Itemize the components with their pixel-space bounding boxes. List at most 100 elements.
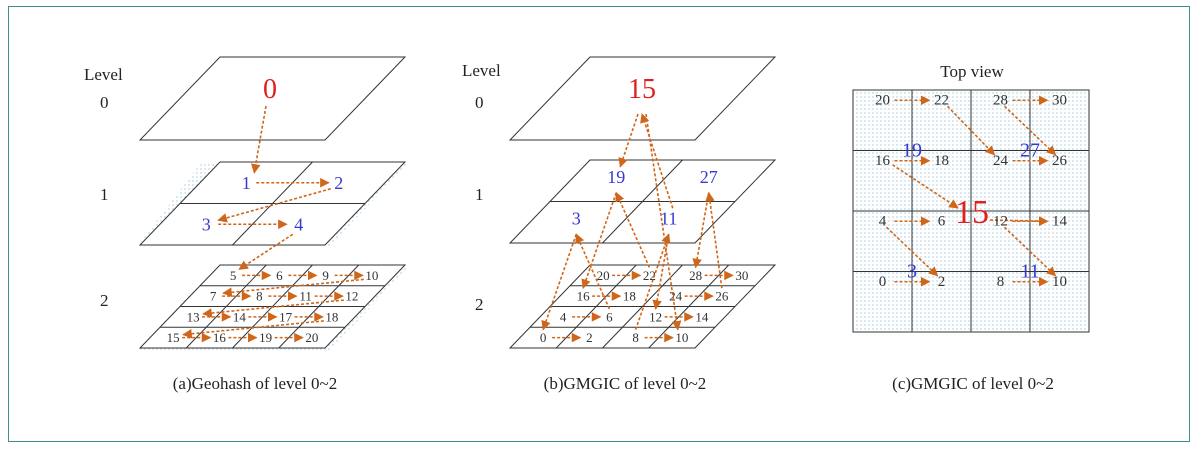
level-1-code: 11 [660,208,677,228]
level-2-code: 12 [345,289,358,304]
level-2-code: 20 [597,268,610,283]
level-2-code: 16 [577,289,591,304]
dotted-arrow [640,113,674,209]
grid-line [278,264,360,349]
top-view-arrows [885,95,1057,287]
level-2-code: 12 [993,213,1008,229]
dotted-arrow [615,191,651,268]
level-2-code: 0 [879,274,887,290]
level-2-code: 24 [669,289,683,304]
caption-b: (b)GMGIC of level 0~2 [544,374,707,393]
level-1-code: 19 [902,140,922,162]
level-1-codes: 19 27 3 11 [902,140,1040,283]
level-2-code: 12 [649,309,662,324]
level-2-code: 6 [606,309,613,324]
level-1-code: 2 [334,173,343,193]
level-2-code: 4 [879,213,887,229]
level-2-code: 18 [325,309,338,324]
level-2-code: 30 [1052,92,1067,108]
level-2-code: 2 [586,330,593,345]
level-2-code: 18 [934,153,949,169]
level-2-code: 20 [875,92,890,108]
dotted-arrow [618,113,639,168]
level-2-code: 4 [560,309,567,324]
level-2-code: 10 [675,330,688,345]
level-0-code: 15 [628,74,656,105]
level-1-code: 3 [202,214,211,234]
level-0-plane [508,56,777,141]
dotted-arrow [652,234,670,310]
level-label-2: 2 [475,295,484,314]
level-2-code: 5 [230,268,237,283]
dotted-arrow [541,233,578,331]
level-2-code: 30 [735,268,748,283]
dotted-arrow [222,278,364,298]
level-2-code: 9 [322,268,329,283]
level-2-code: 8 [632,330,639,345]
dotted-arrow [645,113,682,331]
level-1-code: 4 [294,214,303,234]
level-2-code: 26 [715,289,729,304]
level-2-code: 6 [276,268,283,283]
level-label-0: 0 [100,93,109,112]
level-2-code: 8 [997,274,1005,290]
level-1-code: 27 [1020,140,1040,162]
dotted-arrow [202,299,344,318]
level-2-code: 15 [167,330,180,345]
z-order-arrows [182,105,364,343]
level-2-code: 20 [305,330,318,345]
dotted-arrow [705,191,723,289]
level-2-code: 16 [875,153,891,169]
level-2-code: 24 [993,153,1009,169]
level-2-code: 28 [689,268,702,283]
level-1-code: 1 [242,173,251,193]
level-2-code: 18 [623,289,636,304]
level-1-codes: 1 2 3 4 [202,173,344,235]
level-2-code: 16 [213,330,227,345]
level-2-code: 6 [938,213,946,229]
level-2-code: 14 [233,309,247,324]
level-1-code: 11 [1020,261,1039,283]
level-label-1: 1 [100,185,109,204]
grid-line [648,264,730,349]
level-2-code: 14 [1052,213,1068,229]
dotted-arrow [238,233,294,271]
level-2-code: 14 [695,309,709,324]
top-view-title: Top view [940,62,1004,81]
level-heading: Level [462,61,501,80]
level-1-code: 19 [607,167,625,187]
dotted-arrow [634,233,671,330]
dotted-arrow [217,187,331,223]
dotted-arrow [946,105,996,156]
level-2-code: 26 [1052,153,1068,169]
level-2-code: 10 [365,268,378,283]
dotted-arrow [1003,105,1057,156]
dotted-arrow [989,216,1049,226]
level-0-code: 15 [955,194,989,231]
level-heading: Level [84,65,123,84]
dotted-arrow [251,105,267,174]
dotted-arrow [892,164,959,209]
level-label-1: 1 [475,185,484,204]
parent-child-arrows [541,113,734,343]
level-2-code: 7 [210,289,217,304]
level-2-code: 22 [643,268,656,283]
dotted-arrow [885,226,939,277]
level-label-0: 0 [475,93,484,112]
level-0-plane [138,56,407,141]
level-2-code: 0 [540,330,547,345]
level-2-code: 13 [187,309,200,324]
level-label-2: 2 [100,291,109,310]
level-2-code: 10 [1052,274,1067,290]
level-1-code: 3 [907,261,917,283]
level-2-grid [530,264,755,349]
level-0-code: 0 [263,74,277,105]
level-1-code: 27 [700,167,718,187]
level-2-code: 28 [993,92,1008,108]
caption-c: (c)GMGIC of level 0~2 [892,374,1054,393]
